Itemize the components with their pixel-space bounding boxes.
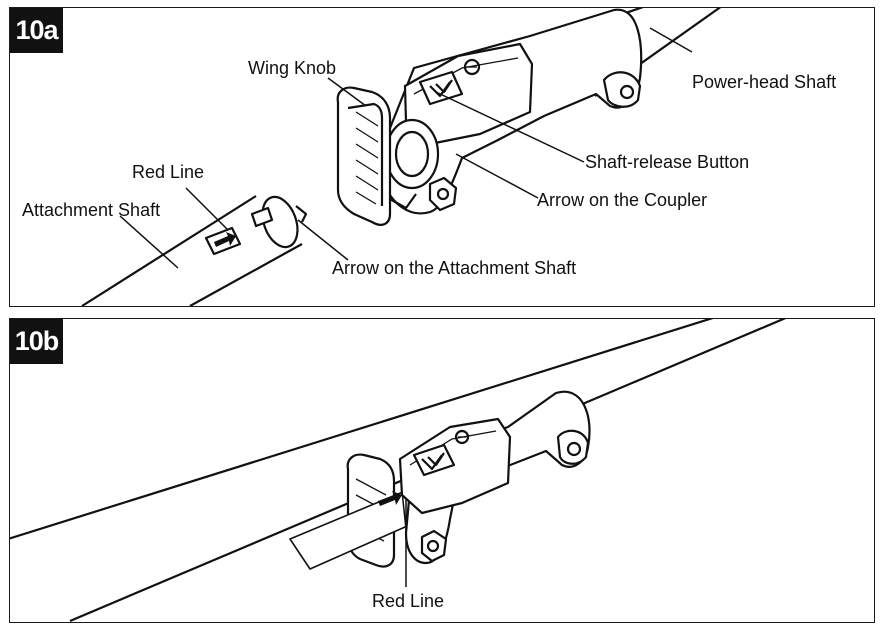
leader-lines xyxy=(119,27,693,269)
wing-knob xyxy=(336,86,392,226)
panel-10a: 10a xyxy=(9,7,875,307)
figure-badge-10a: 10a xyxy=(10,8,63,53)
panel-10b: 10b xyxy=(9,318,875,623)
label-red-line: Red Line xyxy=(132,162,204,182)
figure-badge-10b: 10b xyxy=(10,319,63,364)
attachment-shaft xyxy=(81,195,308,306)
coupler-opening xyxy=(384,118,458,212)
label-wing-knob: Wing Knob xyxy=(248,58,336,78)
shaft-release-button xyxy=(412,443,456,477)
diagram-10a: Wing Knob Power-head Shaft Shaft-release… xyxy=(22,8,836,306)
shaft-release-button xyxy=(418,70,464,106)
label-power-head-shaft: Power-head Shaft xyxy=(692,72,836,92)
diagram-10b: Red Line xyxy=(10,319,787,622)
label-red-line: Red Line xyxy=(372,591,444,611)
label-arrow-on-attachment-shaft: Arrow on the Attachment Shaft xyxy=(332,258,576,278)
label-arrow-on-coupler: Arrow on the Coupler xyxy=(537,190,707,210)
label-shaft-release-button: Shaft-release Button xyxy=(585,152,749,172)
coupler-housing xyxy=(380,8,643,215)
assembled-shaft xyxy=(10,319,787,622)
label-attachment-shaft: Attachment Shaft xyxy=(22,200,160,220)
coupler-housing xyxy=(398,390,591,565)
